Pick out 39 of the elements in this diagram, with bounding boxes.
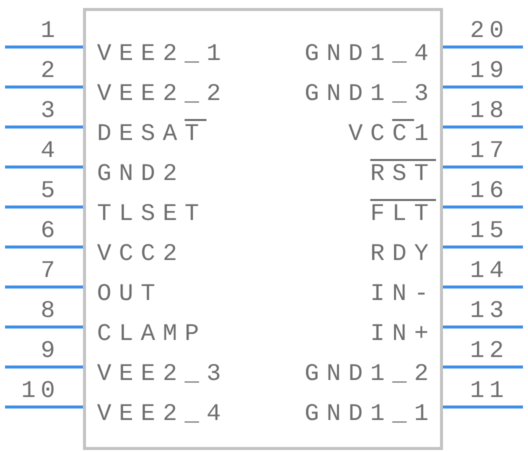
- pin-number: 8: [40, 299, 60, 325]
- pin-number: 14: [470, 259, 509, 285]
- pin-name: GND1_1: [270, 401, 440, 429]
- pin-number: 13: [470, 299, 509, 325]
- pin-name: GND1_3: [270, 81, 440, 109]
- pin-number: 20: [470, 19, 509, 45]
- ic-body: [83, 8, 443, 450]
- pin-number: 15: [470, 219, 509, 245]
- pin-name: VEE2_1: [86, 41, 256, 69]
- pin-name: VEE2_3: [86, 361, 256, 389]
- pin-name: OUT: [86, 281, 256, 309]
- pin-name: GND2: [86, 161, 256, 189]
- pin-number: 4: [40, 139, 60, 165]
- pin-number: 11: [470, 379, 509, 405]
- pin-number: 6: [40, 219, 60, 245]
- pin-number: 10: [21, 379, 60, 405]
- pin-name: RDY: [270, 241, 440, 269]
- pin-name: FLT: [270, 201, 440, 229]
- pin-name: VEE2_2: [86, 81, 256, 109]
- pin-name: TLSET: [86, 201, 256, 229]
- pin-number: 9: [40, 339, 60, 365]
- pin-name: VEE2_4: [86, 401, 256, 429]
- pin-name: IN+: [270, 321, 440, 349]
- pin-name: IN-: [270, 281, 440, 309]
- pin-name: GND1_2: [270, 361, 440, 389]
- pin-name: RST: [270, 161, 440, 189]
- pin-number: 17: [470, 139, 509, 165]
- pin-number: 3: [40, 99, 60, 125]
- pin-number: 1: [40, 19, 60, 45]
- pin-number: 5: [40, 179, 60, 205]
- pin-number: 18: [470, 99, 509, 125]
- pin-number: 12: [470, 339, 509, 365]
- pin-name: GND1_4: [270, 41, 440, 69]
- pin-number: 2: [40, 59, 60, 85]
- pin-number: 7: [40, 259, 60, 285]
- pin-number: 19: [470, 59, 509, 85]
- pin-name: CLAMP: [86, 321, 256, 349]
- pin-number: 16: [470, 179, 509, 205]
- pin-name: VCC2: [86, 241, 256, 269]
